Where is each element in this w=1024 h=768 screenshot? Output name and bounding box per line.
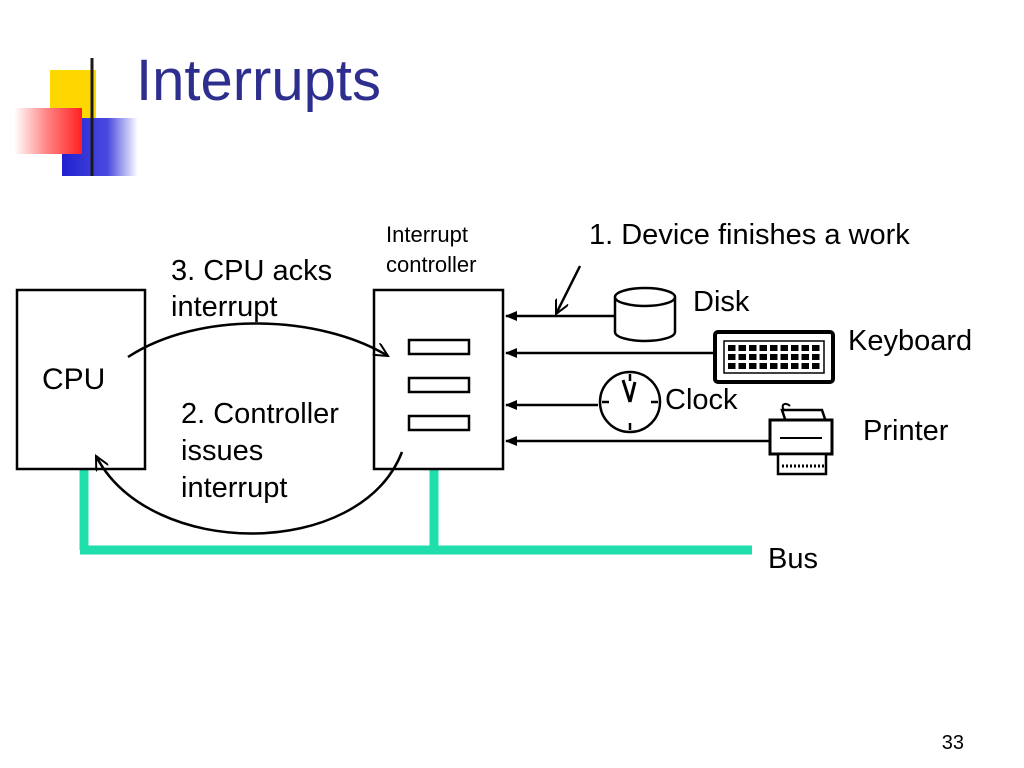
keyboard-key bbox=[759, 363, 767, 369]
step1-label: 1. Device finishes a work bbox=[589, 219, 910, 251]
keyboard-key bbox=[780, 354, 788, 360]
controller-label-line1: Interrupt bbox=[386, 222, 468, 247]
ack-arrow bbox=[127, 322, 388, 359]
disk-label: Disk bbox=[693, 286, 750, 318]
step2-label-line1: 2. Controller bbox=[181, 398, 339, 430]
keyboard-key bbox=[749, 354, 757, 360]
controller-label-line2: controller bbox=[386, 252, 477, 277]
slide-title: Interrupts bbox=[136, 48, 381, 113]
bus-label: Bus bbox=[768, 543, 818, 575]
keyboard-key bbox=[749, 363, 757, 369]
cpu-label: CPU bbox=[42, 363, 106, 396]
keyboard-key bbox=[801, 354, 809, 360]
keyboard-key bbox=[791, 363, 799, 369]
slide-decoration bbox=[14, 58, 975, 176]
keyboard-key bbox=[770, 354, 778, 360]
keyboard-key bbox=[780, 363, 788, 369]
keyboard-key bbox=[801, 345, 809, 351]
disk-icon bbox=[613, 286, 677, 343]
interrupt-arrow bbox=[94, 451, 404, 535]
keyboard-key bbox=[738, 354, 746, 360]
bus bbox=[79, 468, 752, 555]
keyboard-key bbox=[791, 354, 799, 360]
clock-icon bbox=[598, 370, 662, 434]
step3-label-line2: interrupt bbox=[171, 291, 278, 323]
keyboard-key bbox=[770, 363, 778, 369]
keyboard-key bbox=[738, 363, 746, 369]
step3-label-line1: 3. CPU acks bbox=[171, 255, 333, 287]
printer-icon bbox=[768, 402, 834, 476]
keyboard-key bbox=[738, 345, 746, 351]
keyboard-label: Keyboard bbox=[848, 325, 973, 357]
controller-slot bbox=[407, 376, 471, 394]
printer-label: Printer bbox=[863, 415, 949, 447]
controller-slot bbox=[407, 414, 471, 432]
step2-label-line3: interrupt bbox=[181, 472, 288, 504]
keyboard-key bbox=[791, 345, 799, 351]
keyboard-key bbox=[749, 345, 757, 351]
keyboard-icon bbox=[713, 330, 835, 384]
keyboard-key bbox=[759, 354, 767, 360]
keyboard-key bbox=[812, 345, 820, 351]
logo-red-square bbox=[14, 108, 82, 154]
keyboard-key bbox=[780, 345, 788, 351]
keyboard-key bbox=[728, 345, 736, 351]
keyboard-key bbox=[728, 363, 736, 369]
keyboard-key bbox=[770, 345, 778, 351]
keyboard-key bbox=[801, 363, 809, 369]
clock-label: Clock bbox=[665, 384, 738, 416]
step2-label-line2: issues bbox=[181, 435, 264, 467]
keyboard-key bbox=[812, 354, 820, 360]
page-number: 33 bbox=[941, 732, 964, 754]
cpu-box bbox=[15, 288, 147, 471]
keyboard-key bbox=[759, 345, 767, 351]
keyboard-key bbox=[812, 363, 820, 369]
controller-slot bbox=[407, 338, 471, 356]
keyboard-key bbox=[728, 354, 736, 360]
step1-pointer bbox=[554, 265, 582, 314]
